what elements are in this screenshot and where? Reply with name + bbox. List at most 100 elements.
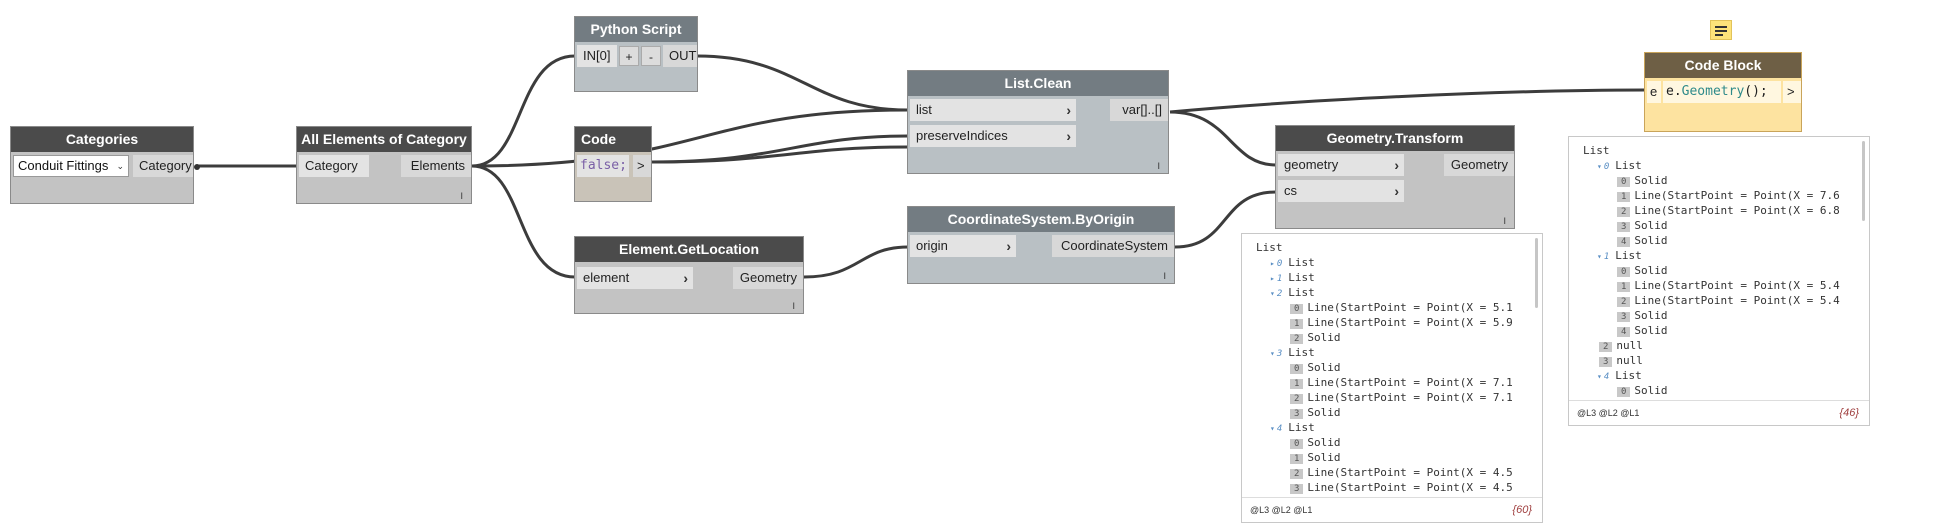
list-item-value: List — [1288, 257, 1315, 269]
output-port-category[interactable]: Category — [133, 155, 193, 177]
list-index: 1 — [1290, 319, 1304, 329]
input-port-geometry[interactable]: geometry› — [1278, 154, 1404, 176]
lacing-indicator: I — [1163, 271, 1166, 281]
list-index: 0 — [1290, 364, 1304, 374]
node-title: Python Script — [575, 17, 697, 42]
output-port-out[interactable]: OUT — [663, 45, 697, 67]
wire-cs-to-transform — [1174, 190, 1277, 249]
node-title: List.Clean — [908, 71, 1168, 96]
note-icon[interactable] — [1710, 20, 1732, 40]
port-label: geometry — [1284, 157, 1339, 172]
list-clean-node[interactable]: List.Clean list› preserveIndices› var[].… — [907, 70, 1169, 174]
geometry-transform-node[interactable]: Geometry.Transform geometry› cs› Geometr… — [1275, 125, 1515, 229]
input-port-e[interactable]: e — [1647, 81, 1661, 103]
python-script-node[interactable]: Python Script IN[0] + - OUT — [574, 16, 698, 92]
category-dropdown[interactable]: Conduit Fittings ⌄ — [13, 155, 129, 177]
output-port-geometry[interactable]: Geometry — [733, 267, 803, 289]
scrollbar[interactable] — [1862, 141, 1865, 221]
expand-triangle-icon[interactable]: ▾ — [1270, 289, 1275, 298]
expand-triangle-icon[interactable]: ▾ — [1597, 162, 1602, 171]
expand-triangle-icon[interactable]: ▸ — [1270, 259, 1275, 268]
list-index: 0 — [1617, 387, 1631, 397]
list-index: 3 — [1290, 484, 1304, 494]
list-index: 4 — [1617, 327, 1631, 337]
list-item-value: Solid — [1307, 452, 1341, 464]
input-port-category[interactable]: Category — [299, 155, 369, 177]
expand-triangle-icon[interactable]: ▾ — [1597, 372, 1602, 381]
input-port-preserveindices[interactable]: preserveIndices› — [910, 125, 1076, 147]
categories-node[interactable]: Categories Conduit Fittings ⌄ Category — [10, 126, 200, 204]
input-port-element[interactable]: element› — [577, 267, 693, 289]
lacing-indicator: I — [1503, 216, 1506, 226]
code-editor[interactable]: e.Geometry(); — [1663, 81, 1781, 103]
list-index: 2 — [1290, 334, 1304, 344]
preview-footer: @L3 @L2 @L1 {46} — [1569, 400, 1869, 425]
list-item-value: Solid — [1634, 325, 1668, 337]
chevron-down-icon: ⌄ — [116, 161, 124, 171]
wire-allelements-to-python — [471, 54, 576, 168]
code-editor[interactable]: false; — [577, 155, 629, 177]
input-port-in0[interactable]: IN[0] — [577, 45, 617, 67]
expand-triangle-icon[interactable]: ▾ — [1597, 252, 1602, 261]
list-index: 1 — [1603, 252, 1610, 262]
all-elements-node[interactable]: All Elements of Category Category Elemen… — [296, 126, 472, 204]
input-port-origin[interactable]: origin› — [910, 235, 1016, 257]
output-connector[interactable] — [194, 164, 200, 170]
list-index: 0 — [1617, 177, 1631, 187]
list-index: 1 — [1276, 274, 1283, 284]
expand-triangle-icon[interactable]: ▸ — [1270, 274, 1275, 283]
node-title: Element.GetLocation — [575, 237, 803, 262]
add-input-button[interactable]: + — [619, 46, 639, 66]
code-block-false-node[interactable]: Code Block false; > — [574, 126, 652, 202]
list-index: 4 — [1603, 372, 1610, 382]
output-port-coordinatesystem[interactable]: CoordinateSystem — [1052, 235, 1174, 257]
list-levels[interactable]: @L3 @L2 @L1 — [1250, 505, 1313, 515]
list-item-value: Solid — [1307, 437, 1341, 449]
list-item-value: Solid — [1634, 385, 1668, 397]
list-item-value: List — [1288, 287, 1315, 299]
output-port-var[interactable]: var[]..[] — [1110, 99, 1168, 121]
code-var: e. — [1666, 84, 1682, 99]
wire-getlocation-to-origin — [803, 245, 909, 279]
list-item-value: null — [1616, 355, 1643, 367]
list-levels[interactable]: @L3 @L2 @L1 — [1577, 408, 1640, 418]
list-item-value: Line(StartPoint = Point(X = 5.1 — [1307, 302, 1513, 314]
expand-triangle-icon[interactable]: ▾ — [1270, 349, 1275, 358]
list-index: 3 — [1617, 312, 1631, 322]
list-item-value: Solid — [1634, 310, 1668, 322]
wire-python-to-listclean — [696, 54, 909, 112]
expand-triangle-icon[interactable]: ▾ — [1270, 424, 1275, 433]
port-label: element — [583, 270, 630, 285]
wire-allelements-to-getlocation — [471, 164, 576, 279]
lacing-indicator: I — [1157, 161, 1160, 171]
code-block-geometry-node[interactable]: Code Block e e.Geometry(); > — [1644, 52, 1802, 132]
input-port-list[interactable]: list› — [910, 99, 1076, 121]
output-port-elements[interactable]: Elements — [401, 155, 471, 177]
output-port-geometry[interactable]: Geometry — [1444, 154, 1514, 176]
output-port[interactable]: > — [633, 155, 651, 177]
scrollbar[interactable] — [1535, 238, 1538, 308]
input-port-cs[interactable]: cs› — [1278, 180, 1404, 202]
output-port[interactable]: > — [1783, 81, 1801, 103]
element-getlocation-node[interactable]: Element.GetLocation element› Geometry I — [574, 236, 804, 314]
coordinatesystem-byorigin-node[interactable]: CoordinateSystem.ByOrigin origin› Coordi… — [907, 206, 1175, 284]
remove-input-button[interactable]: - — [641, 46, 661, 66]
